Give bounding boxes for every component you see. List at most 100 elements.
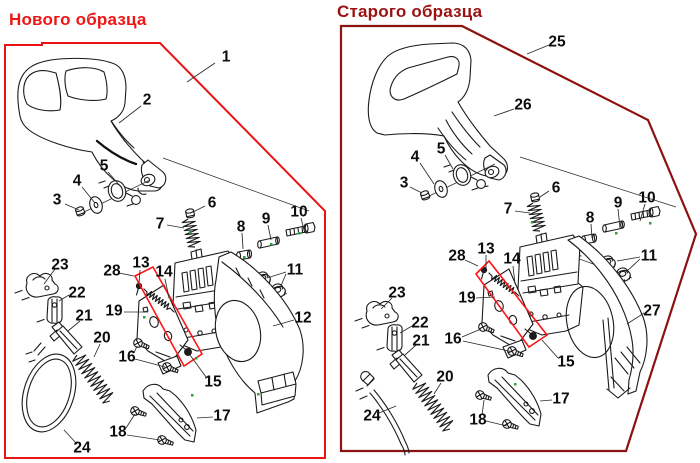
leader-line — [118, 105, 142, 124]
part-number-label: 10 — [290, 204, 307, 221]
leader-line — [118, 272, 135, 277]
artifact-dots — [143, 221, 652, 397]
part-number-label: 12 — [294, 310, 311, 327]
part-number-label: 8 — [586, 210, 595, 227]
part-number-label: 15 — [557, 354, 575, 371]
part-number-label: 5 — [100, 158, 109, 175]
new-model-border — [4, 42, 326, 459]
leader-line — [134, 358, 166, 368]
leader-line — [93, 343, 101, 358]
part-number-label: 20 — [436, 369, 453, 386]
part-number-label: 26 — [514, 97, 532, 114]
leader-line — [526, 44, 550, 55]
part-number-label: 7 — [156, 216, 165, 233]
leader-line — [125, 413, 136, 429]
part-number-label: 11 — [287, 262, 304, 279]
side-cover-old — [565, 235, 648, 399]
part-number-label: 6 — [208, 195, 217, 212]
part-number-label: 19 — [105, 303, 123, 320]
part-number-label: 17 — [552, 391, 569, 408]
leader-line — [590, 223, 593, 239]
leader-line — [419, 162, 435, 185]
leader-line — [81, 186, 96, 204]
highlight-box-old — [474, 259, 549, 349]
leader-line — [378, 405, 397, 414]
leader-line — [399, 325, 413, 334]
part-number-label: 16 — [444, 331, 462, 348]
part-number-label: 8 — [237, 219, 246, 236]
part-number-label: 23 — [51, 257, 69, 274]
part-number-label: 28 — [103, 263, 121, 280]
part-number-label: 9 — [614, 195, 623, 212]
leader-line — [624, 258, 641, 274]
brake-band-new — [21, 342, 77, 433]
leader-line — [267, 224, 272, 241]
part-number-label: 28 — [448, 248, 466, 265]
leader-line — [67, 320, 81, 332]
part-number-label: 11 — [641, 248, 658, 265]
leader-line — [481, 399, 485, 416]
leader-line — [639, 203, 646, 222]
part-number-label: 27 — [643, 303, 660, 320]
part-number-label: 14 — [503, 251, 521, 268]
title-new-model: Нового образца — [9, 10, 147, 29]
leader-line — [196, 416, 214, 419]
part-number-label: 10 — [638, 190, 655, 207]
title-old-model: Старого образца — [337, 2, 483, 21]
part-number-label: 5 — [437, 141, 446, 158]
leader-line — [241, 232, 244, 250]
part-number-label: 14 — [155, 264, 173, 281]
leader-line — [107, 171, 122, 188]
leader-line — [539, 399, 553, 402]
leader-line — [485, 420, 508, 427]
leader-line — [186, 62, 216, 83]
part-number-label: 18 — [469, 412, 487, 429]
part-number-label: 4 — [411, 149, 420, 166]
brake-band-old — [355, 371, 410, 456]
leader-line — [133, 345, 138, 354]
leader-line — [192, 205, 206, 213]
part-number-label: 2 — [143, 92, 152, 109]
leader-line — [475, 296, 496, 299]
leader-line — [164, 278, 170, 299]
leader-line — [166, 224, 185, 229]
part-number-label: 1 — [222, 49, 231, 66]
leader-line — [433, 382, 442, 395]
leader-line — [626, 312, 645, 325]
part-number-label: 19 — [458, 290, 476, 307]
leader-line — [58, 294, 70, 302]
hand-guard-old — [367, 42, 508, 187]
leader-line — [266, 271, 287, 279]
leader-line — [512, 265, 516, 285]
part-number-label: 6 — [552, 180, 561, 197]
leader-line — [444, 154, 454, 170]
leader-line — [541, 339, 559, 359]
part-number-label: 25 — [548, 34, 566, 51]
part-number-label: 15 — [204, 374, 222, 391]
leader-line — [138, 269, 141, 285]
leader-line — [63, 429, 78, 445]
leader-line — [43, 268, 56, 285]
part-number-label: 23 — [388, 285, 406, 302]
side-cover-new — [213, 251, 304, 414]
leader-line — [514, 210, 531, 214]
part-number-label: 22 — [411, 315, 428, 332]
old-model-border — [339, 24, 698, 453]
part-number-label: 18 — [109, 424, 127, 441]
leader-line — [462, 340, 514, 353]
leader-line — [409, 186, 423, 194]
leader-line — [64, 203, 80, 211]
leader-line — [189, 354, 207, 378]
leader-line — [464, 259, 479, 267]
part-number-label: 13 — [132, 255, 150, 272]
leader-line — [616, 256, 641, 262]
part-number-label: 13 — [477, 241, 495, 258]
leader-line — [617, 208, 621, 229]
leader-line — [461, 328, 482, 338]
part-number-label: 21 — [412, 333, 430, 350]
part-number-label: 7 — [504, 201, 513, 218]
part-number-label: 9 — [262, 211, 271, 228]
